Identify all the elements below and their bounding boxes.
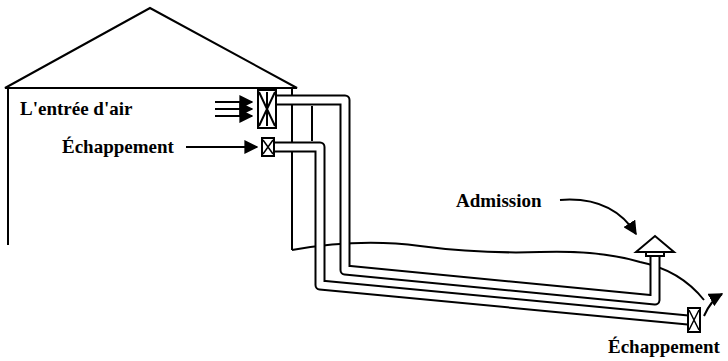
exhaust-pipe-bore [274, 147, 688, 320]
part-label: Admission [456, 190, 542, 212]
part-label: L'entrée d'air [20, 98, 132, 120]
airflow-arrow [215, 115, 252, 117]
fan-blades [263, 140, 273, 154]
fan-symbol [262, 138, 274, 156]
airflow-arrow [560, 200, 636, 234]
fan-symbol [258, 90, 276, 128]
house-roof [5, 8, 297, 88]
intake-pipe [276, 100, 655, 300]
part-label: Échappement [62, 136, 174, 158]
house-wall [291, 88, 293, 250]
intake-pipe-bore [276, 100, 655, 300]
fan-blades [259, 92, 275, 126]
part-label: Échappement [608, 336, 720, 358]
pointer-arrow [186, 146, 257, 148]
house-wall [7, 88, 9, 245]
drain-line [311, 106, 313, 141]
fan-symbol [688, 308, 700, 332]
airflow-arrow [215, 101, 252, 103]
airflow-arrow [704, 294, 722, 316]
fan-blades [689, 310, 699, 330]
airflow-arrow [215, 108, 252, 110]
intake-cap [636, 236, 674, 252]
exhaust-pipe [274, 147, 688, 320]
